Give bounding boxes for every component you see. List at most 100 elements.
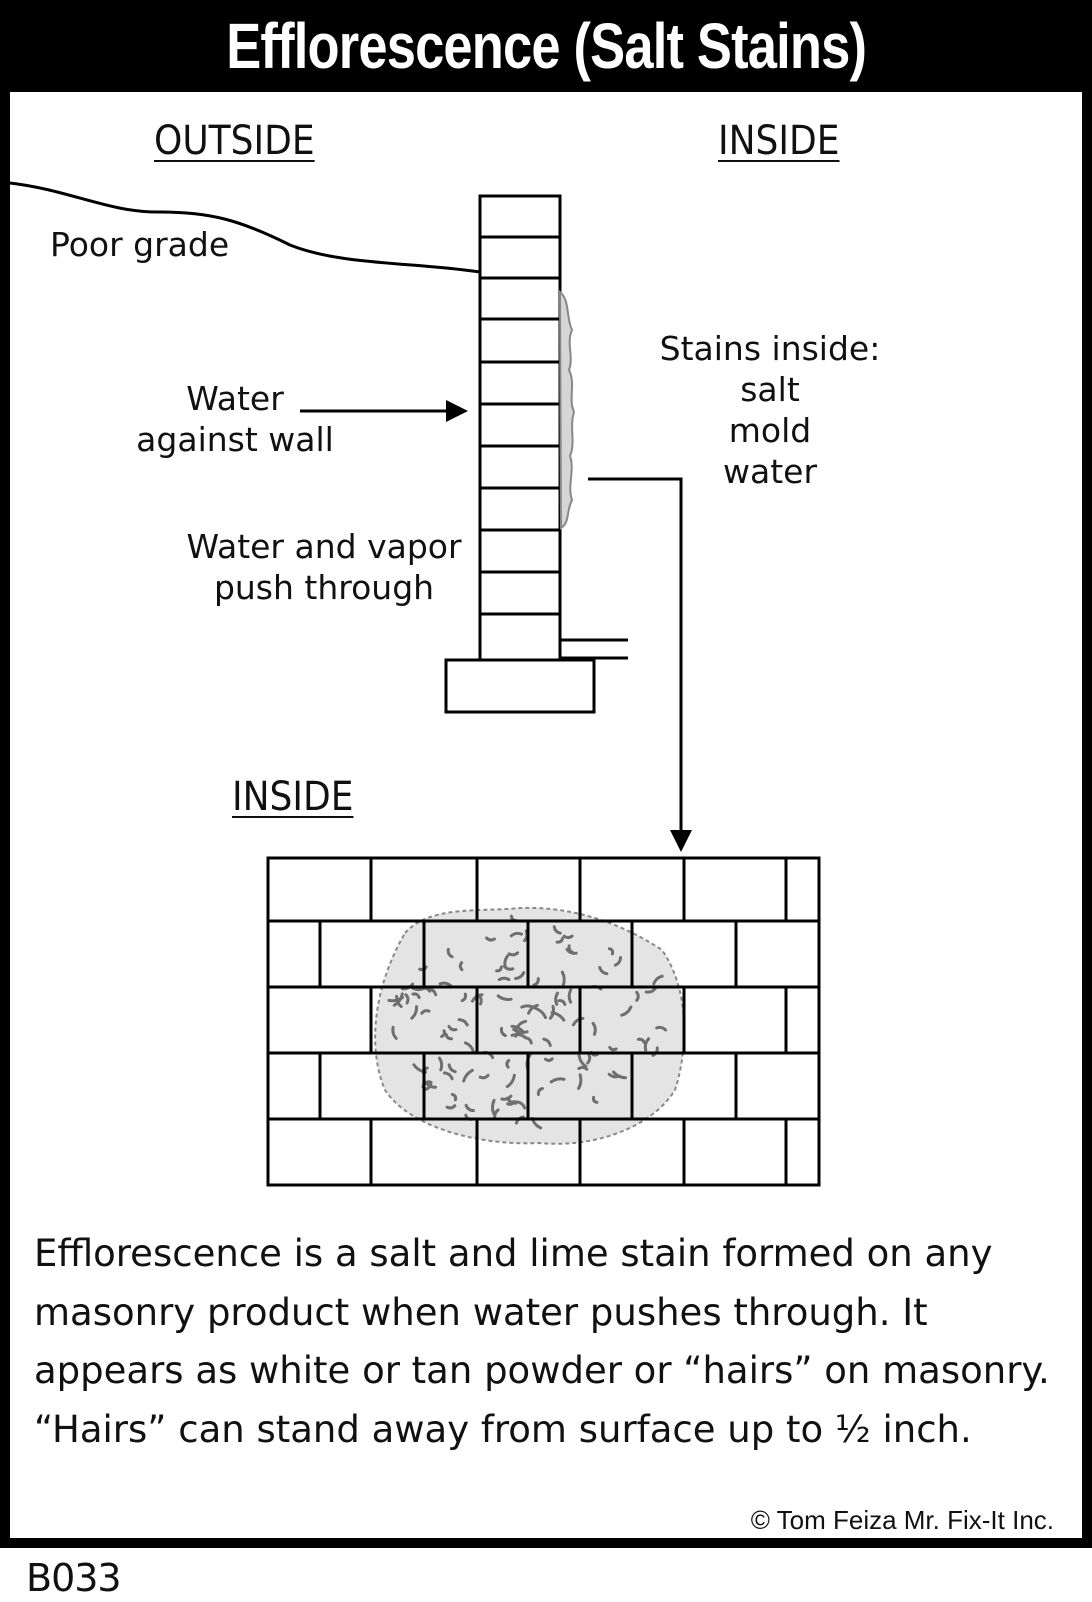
salt-hair <box>410 1005 419 1020</box>
salt-hair <box>515 1100 527 1110</box>
salt-hair <box>404 993 410 1005</box>
inside-label-bottom: INSIDE <box>232 774 354 820</box>
salt-hair <box>460 992 468 1003</box>
salt-hair <box>577 1073 583 1090</box>
salt-hair <box>552 925 562 935</box>
grade-line <box>9 181 481 274</box>
salt-hair <box>447 1024 458 1032</box>
salt-hair <box>446 947 454 959</box>
salt-hair <box>445 1104 457 1110</box>
salt-hair <box>505 1096 518 1105</box>
salt-hair <box>447 1063 457 1074</box>
salt-hair <box>515 1019 528 1030</box>
salt-hair <box>635 990 640 1002</box>
foundation-wall <box>478 194 562 662</box>
salt-hair <box>550 1011 566 1022</box>
salt-hair <box>652 974 664 986</box>
salt-hair <box>495 965 503 973</box>
salt-hair <box>450 1092 458 1102</box>
salt-hair <box>567 944 574 954</box>
salt-hair <box>591 1021 597 1036</box>
wall-stain <box>558 289 576 530</box>
brick-elevation <box>266 856 821 1187</box>
salt-hair <box>506 1099 516 1106</box>
outside-label: OUTSIDE <box>154 118 315 164</box>
water-label-line-1: Water <box>186 379 284 418</box>
salt-hair <box>571 1016 585 1027</box>
detail-arrow <box>588 477 692 852</box>
salt-hair <box>438 981 453 988</box>
salt-hair <box>391 1025 398 1040</box>
salt-hair <box>655 1025 668 1032</box>
salt-hair <box>607 947 615 956</box>
salt-hair <box>503 954 510 969</box>
stains-inside-label: Stains inside: salt mold water <box>654 328 886 492</box>
efflorescence-stain <box>374 906 686 1145</box>
salt-hair <box>549 1077 566 1084</box>
salt-hair <box>442 1071 454 1081</box>
salt-hairs <box>387 914 668 1130</box>
floor-slab <box>560 638 628 660</box>
salt-hair <box>620 1005 633 1017</box>
salt-hair <box>505 1073 516 1089</box>
credit: © Tom Feiza Mr. Fix-It Inc. <box>750 1505 1054 1535</box>
description-line-2: masonry product when water pushes throug… <box>34 1290 928 1334</box>
stains-label-line-2: salt <box>740 370 800 409</box>
salt-hair <box>644 986 657 994</box>
poor-grade-label: Poor grade <box>50 225 230 264</box>
water-against-wall-label: Water against wall <box>132 378 338 460</box>
salt-hair <box>544 1057 554 1062</box>
salt-hair <box>496 994 513 1001</box>
salt-hair <box>444 1032 453 1041</box>
vapor-label-line-1: Water and vapor <box>186 527 462 566</box>
salt-hair <box>464 1103 475 1113</box>
salt-hair <box>512 1028 529 1034</box>
salt-hair <box>427 987 438 997</box>
salt-hair <box>636 1037 647 1045</box>
vapor-label-line-2: push through <box>213 568 435 607</box>
salt-hair <box>560 970 566 988</box>
salt-hair <box>554 991 559 1006</box>
salt-hair <box>438 1056 444 1072</box>
stains-label-line-1: Stains inside: <box>659 329 881 368</box>
salt-hair <box>420 1009 431 1015</box>
salt-hair <box>598 965 609 976</box>
salt-hair <box>577 1065 589 1071</box>
figure-code: B033 <box>26 1556 122 1600</box>
salt-hair <box>514 971 526 980</box>
salt-hair <box>534 1007 547 1020</box>
salt-hair <box>440 1029 446 1038</box>
salt-hair <box>643 1037 651 1052</box>
salt-hair <box>458 961 464 972</box>
title-bar: Efflorescence (Salt Stains) <box>0 0 1092 92</box>
water-vapor-label: Water and vapor push through <box>186 526 462 608</box>
salt-hair <box>542 1037 552 1047</box>
salt-hair <box>462 1068 474 1083</box>
salt-hair <box>411 992 421 1000</box>
salt-hair <box>490 1098 496 1116</box>
salt-hair <box>608 1045 618 1052</box>
salt-hair <box>532 977 540 987</box>
salt-hair <box>505 1059 511 1069</box>
salt-hair <box>478 1073 490 1080</box>
stains-label-line-4: water <box>722 452 818 491</box>
salt-hair <box>567 988 573 1004</box>
salt-hair <box>613 956 622 967</box>
description-line-3: appears as white or tan powder or “hairs… <box>34 1349 1050 1392</box>
salt-hair <box>507 951 520 957</box>
description: Efflorescence is a salt and lime stain f… <box>34 1225 1064 1459</box>
salt-hair <box>555 936 565 944</box>
salt-hair <box>497 976 511 982</box>
salt-hair <box>591 1095 599 1104</box>
page-title: Efflorescence (Salt Stains) <box>226 10 867 82</box>
salt-hair <box>499 1026 507 1038</box>
water-arrow <box>300 400 468 422</box>
water-label-line-2: against wall <box>136 420 334 459</box>
stains-label-line-3: mold <box>728 411 812 450</box>
diagram-frame <box>0 92 1092 1548</box>
salt-hair <box>536 1087 544 1096</box>
footing <box>444 658 596 714</box>
salt-hair <box>485 936 496 942</box>
salt-hair <box>612 1070 627 1080</box>
